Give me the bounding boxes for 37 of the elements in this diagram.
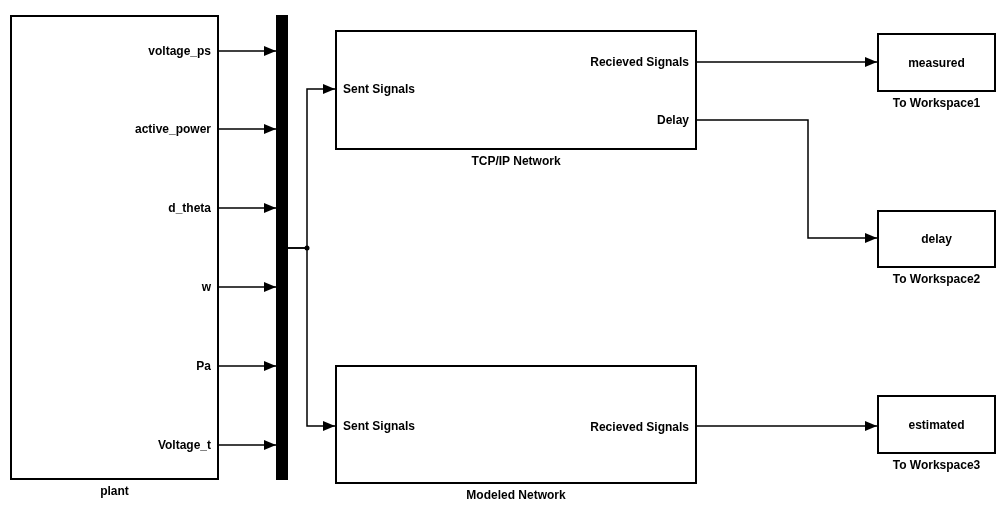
block-label: estimated [907, 417, 966, 432]
port-label: Sent Signals [343, 82, 416, 96]
subsystem-block [335, 30, 697, 150]
arrow [218, 203, 277, 213]
arrow [218, 124, 277, 134]
workspace-block [877, 395, 996, 454]
block-name: To Workspace2 [891, 272, 982, 286]
port-label: Sent Signals [343, 419, 416, 433]
port-label: Pa [196, 359, 211, 373]
block-name: TCP/IP Network [470, 154, 562, 168]
port-label: w [201, 280, 211, 294]
arrow [218, 46, 277, 56]
arrow [218, 440, 277, 450]
arrow [218, 282, 277, 292]
subsystem-block [10, 15, 219, 480]
port-label: d_theta [168, 201, 211, 215]
block-name: To Workspace3 [891, 458, 982, 472]
port-label: Recieved Signals [590, 55, 689, 69]
port-label: Delay [656, 113, 689, 127]
port-label: Recieved Signals [590, 420, 689, 434]
arrow [287, 247, 336, 431]
workspace-block [877, 33, 996, 92]
port-label: active_power [134, 122, 211, 136]
arrow [696, 119, 878, 243]
block-name: To Workspace1 [891, 96, 982, 110]
subsystem-block [335, 365, 697, 484]
block-name: plant [99, 484, 130, 498]
block-label: delay [920, 232, 953, 246]
arrow [696, 421, 878, 431]
port-label: Voltage_t [157, 438, 211, 452]
mux-bar [276, 15, 288, 480]
workspace-block [877, 210, 996, 268]
arrow [696, 57, 878, 67]
arrow [218, 361, 277, 371]
port-label: voltage_ps [148, 44, 211, 58]
block-label: measured [907, 55, 966, 70]
block-name: Modeled Network [465, 488, 567, 502]
